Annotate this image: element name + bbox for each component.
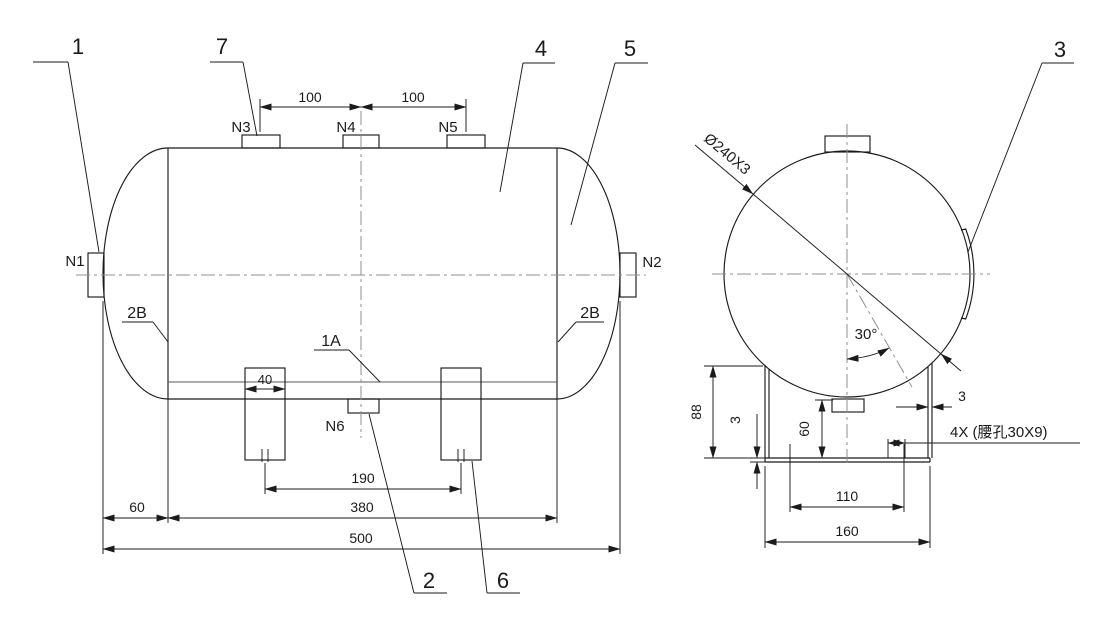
dim-n3-n4: 100 xyxy=(298,89,322,105)
angle-reference-line xyxy=(846,273,913,388)
nozzle-label-n3: N3 xyxy=(231,119,250,136)
weld-label-2b-left: 2B xyxy=(127,305,147,322)
balloon-4: 4 xyxy=(535,36,547,61)
side-view-shell-outline xyxy=(102,147,621,400)
dim-base-plate-thickness: 3 xyxy=(727,416,743,424)
dim-shell-size: Ø240X3 xyxy=(700,130,753,178)
balloon-7: 7 xyxy=(216,34,228,59)
nozzle-labels: N1 N2 N3 N4 N5 N6 xyxy=(65,119,661,435)
nozzle-n6-shape xyxy=(347,398,380,414)
balloon-6: 6 xyxy=(497,568,509,593)
bottom-nozzle-end xyxy=(831,398,865,413)
balloon-3: 3 xyxy=(1054,37,1066,62)
end-view: Ø240X3 30° 88 3 60 3 4X (腰孔30X9) xyxy=(688,37,1080,548)
nozzle-label-n5: N5 xyxy=(438,119,457,136)
nozzle-n3-shape xyxy=(241,134,281,149)
dim-saddle-width: 40 xyxy=(258,372,272,387)
end-view-centerlines xyxy=(712,124,990,467)
balloon-callouts-side: 1 7 4 5 2 6 xyxy=(33,34,648,594)
nozzle-label-n6: N6 xyxy=(325,418,344,435)
dim-n4-n5: 100 xyxy=(401,89,425,105)
saddle-left xyxy=(244,367,286,461)
nozzle-n5-shape xyxy=(446,134,486,149)
nozzle-label-n1: N1 xyxy=(65,253,84,270)
weld-label-2b-right: 2B xyxy=(580,305,600,322)
balloon-callouts-end: 3 xyxy=(967,37,1074,253)
dim-web-thickness: 3 xyxy=(958,388,966,404)
angle-dimension: 30° xyxy=(846,326,890,362)
weld-seam-labels: 1A 2B 2B xyxy=(122,305,604,383)
slot-note: 4X (腰孔30X9) xyxy=(950,424,1048,441)
nozzle-label-n4: N4 xyxy=(336,119,355,136)
side-view-dimensions: 100 100 40 190 60 380 500 xyxy=(102,89,621,554)
balloon-1: 1 xyxy=(72,34,84,59)
nozzle-label-n2: N2 xyxy=(642,254,661,271)
balloon-2: 2 xyxy=(423,568,435,593)
dim-base-width: 160 xyxy=(835,523,859,539)
dim-saddle-pitch: 190 xyxy=(351,470,375,486)
dim-bolt-hole-pitch: 110 xyxy=(836,488,859,504)
saddle-right xyxy=(440,367,482,461)
side-view-centerlines xyxy=(76,111,646,438)
saddle-supports xyxy=(244,367,482,462)
balloon-5: 5 xyxy=(624,36,636,61)
dim-saddle-height: 88 xyxy=(688,404,704,420)
dim-angle: 30° xyxy=(855,326,878,343)
dim-overall-length: 500 xyxy=(349,530,373,546)
dim-head-depth: 60 xyxy=(129,499,145,515)
diameter-dimension: Ø240X3 xyxy=(694,130,962,372)
dim-tangent-length: 380 xyxy=(350,499,374,515)
side-view: 100 100 40 190 60 380 500 1 7 4 5 2 6 xyxy=(33,34,662,594)
dim-nozzle-clearance: 60 xyxy=(796,421,812,437)
weld-label-1a: 1A xyxy=(321,333,341,350)
end-view-dimensions: 88 3 60 3 4X (腰孔30X9) 110 160 xyxy=(688,365,1080,548)
side-view-nozzles xyxy=(87,134,637,414)
